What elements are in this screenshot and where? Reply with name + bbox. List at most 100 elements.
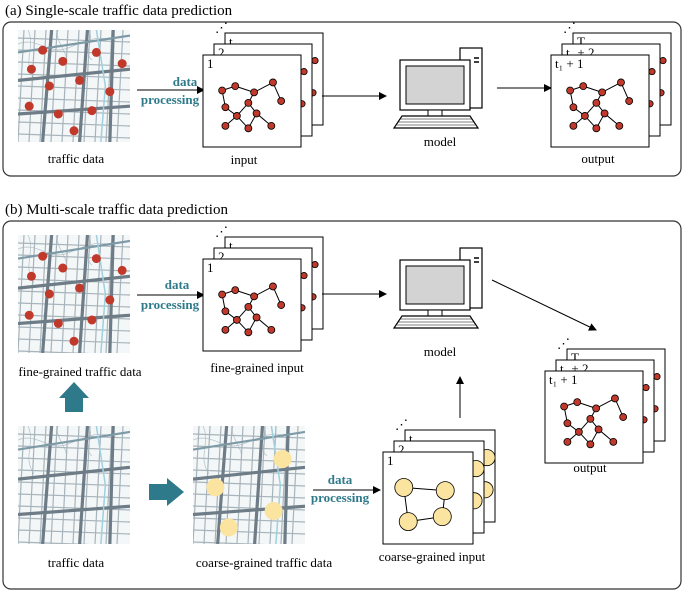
traffic-sensor-dot <box>38 251 48 261</box>
traffic-sensor-dot <box>75 75 85 85</box>
frame-ellipsis: ⋰ <box>215 224 228 239</box>
frame-ellipsis: ⋰ <box>215 20 228 35</box>
graph-node <box>563 437 572 446</box>
teal-right-arrow <box>149 478 184 506</box>
output-label: output <box>581 151 615 166</box>
graph-node <box>659 57 667 65</box>
frame-label: t₁ <box>229 34 237 49</box>
graph-node <box>609 437 618 446</box>
graph-node <box>221 121 230 130</box>
computer-icon <box>392 47 483 129</box>
frame-label: 2 <box>398 442 405 457</box>
frame-label: 2 <box>218 45 225 60</box>
graph-node <box>252 109 261 118</box>
graph-node <box>277 301 286 309</box>
traffic-sensor-dot <box>44 289 54 299</box>
frame-label: t₁ + 1 <box>549 372 577 387</box>
data-processing-coarse-line1: data <box>328 472 353 487</box>
graph-node <box>267 121 276 130</box>
coarse-region-blob <box>273 450 292 469</box>
frame <box>382 451 474 545</box>
traffic-sensor-dot <box>69 336 79 346</box>
graph-node <box>432 507 452 527</box>
traffic-sensor-dot <box>117 59 127 69</box>
traffic-sensor-dot <box>58 56 68 66</box>
traffic-sensor-dot <box>91 254 101 264</box>
computer-screen <box>405 265 465 305</box>
graph-node <box>592 99 601 107</box>
graph-node <box>218 290 227 299</box>
panel-a-frame <box>2 21 682 177</box>
graph-node <box>221 307 230 316</box>
graph-node <box>611 394 619 403</box>
data-processing-fine-line1: data <box>165 277 190 292</box>
graph-node <box>592 404 600 413</box>
traffic-sensor-dot <box>58 263 68 273</box>
traffic-sensor-dot <box>75 283 85 293</box>
data-processing-arrow-fine: data processing <box>137 277 205 312</box>
graph-node <box>244 124 253 133</box>
traffic-map <box>18 30 130 142</box>
graph-node <box>277 97 286 105</box>
graph-node <box>569 121 578 130</box>
graph-node <box>231 82 240 91</box>
traffic-label-b: traffic data <box>48 555 105 570</box>
model-label-b: model <box>424 344 457 359</box>
graph-node <box>642 384 650 392</box>
output-label-b: output <box>573 460 607 475</box>
graph-node <box>617 78 625 87</box>
graph-node <box>563 419 572 428</box>
graph-node <box>311 261 319 269</box>
frame-label: 1 <box>207 56 214 71</box>
graph-node <box>398 512 418 531</box>
graph-node <box>231 286 240 295</box>
graph-node <box>594 425 603 434</box>
graph-node <box>218 86 227 95</box>
graph-node <box>250 88 259 97</box>
graph-node <box>574 428 583 436</box>
teal-up-arrow <box>59 382 89 412</box>
traffic-data-label: traffic data <box>48 151 105 166</box>
graph-node <box>300 272 308 280</box>
frame-ellipsis: ⋰ <box>557 336 570 351</box>
graph-node <box>580 112 589 120</box>
coarse-traffic-label: coarse-grained traffic data <box>196 555 332 570</box>
graph-node <box>252 313 261 322</box>
traffic-map-b <box>18 426 130 544</box>
frame-label: T <box>571 350 579 365</box>
input-frame-stack: t₁ 21 ⋰ <box>202 20 324 148</box>
graph-node <box>435 481 455 501</box>
coarse-region-blob <box>264 501 283 520</box>
map-roads <box>18 426 130 544</box>
graph-node <box>600 109 609 118</box>
traffic-sensor-dot <box>105 87 115 97</box>
graph-node <box>244 302 253 311</box>
traffic-sensor-dot <box>53 319 63 328</box>
frame-label: 1 <box>387 453 394 468</box>
graph-node <box>560 402 569 411</box>
frame-label: t₁ + 1 <box>555 56 583 71</box>
frame-label: t₁ <box>229 238 237 253</box>
fine-input-label: fine-grained input <box>210 360 304 375</box>
graph-node <box>569 103 578 112</box>
data-processing-arrow: data processing <box>137 74 205 107</box>
graph-node <box>244 99 253 107</box>
graph-node <box>648 68 656 76</box>
graph-node <box>625 97 634 105</box>
frame-ellipsis: ⋰ <box>395 417 408 432</box>
model-label: model <box>424 134 457 149</box>
fine-traffic-label: fine-grained traffic data <box>18 364 141 379</box>
output-frame-stack-b: Tt₁ + 2t₁ + 1⋰ <box>544 336 666 464</box>
graph-node <box>579 82 588 91</box>
coarse-region-blob <box>219 518 238 537</box>
graph-node <box>615 121 624 130</box>
frame-label: 2 <box>218 249 225 264</box>
arrow-model-to-output <box>491 279 597 331</box>
traffic-sensor-dot <box>44 81 54 91</box>
data-processing-line1: data <box>173 74 198 89</box>
graph <box>394 478 455 531</box>
traffic-sensor-dot <box>24 310 34 320</box>
graph-node <box>300 68 308 76</box>
